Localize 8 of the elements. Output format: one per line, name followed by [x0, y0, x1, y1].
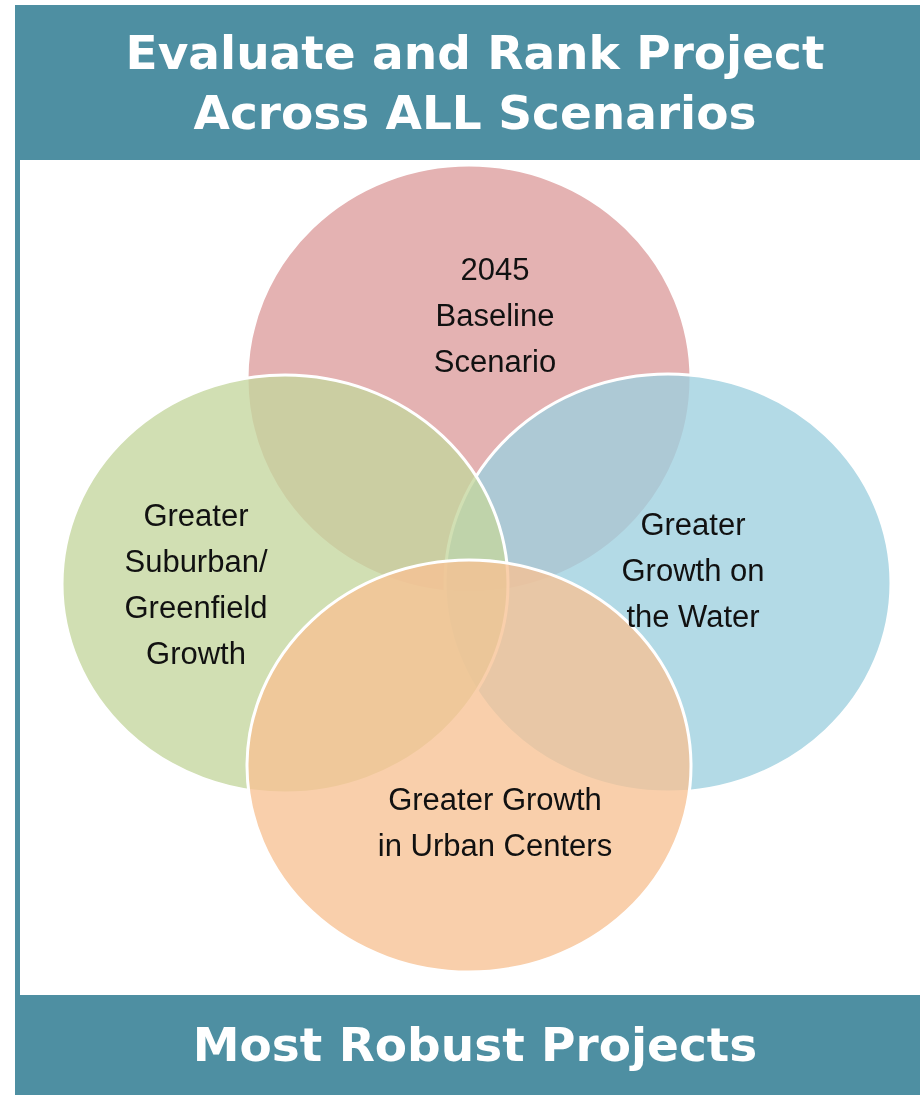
scenario-label: Greater Suburban/ Greenfield Growth: [123, 497, 269, 673]
heading-band: [20, 995, 920, 1095]
scenario-label: Greater Growth in Urban Centers: [376, 781, 614, 865]
heading-text: Most Robust Projects: [192, 1016, 758, 1074]
heading-band: [20, 5, 920, 160]
heading-text: Evaluate and Rank Project Across ALL Scenarios: [124, 23, 826, 142]
scenario-label: 2045 Baseline Scenario: [432, 251, 558, 381]
scenario-label: Greater Growth on the Water: [620, 506, 766, 636]
